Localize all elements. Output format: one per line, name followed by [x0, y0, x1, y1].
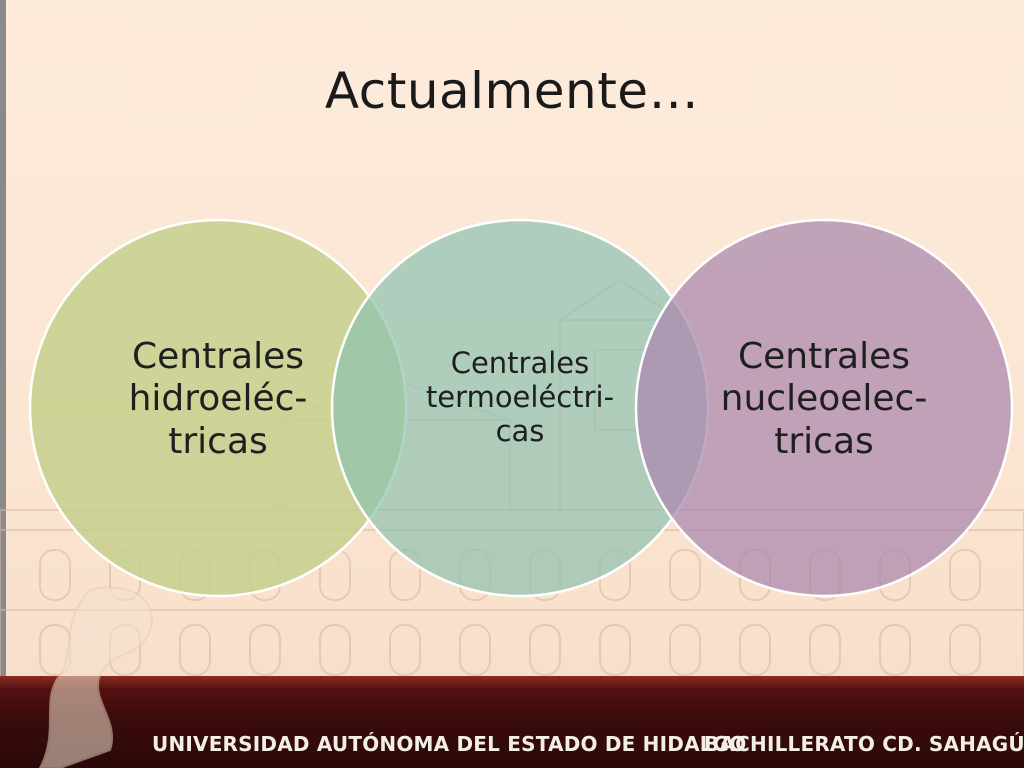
label-nucleoelectricas: Centrales nucleoelec- tricas	[704, 336, 944, 463]
label-termo-line3: cas	[495, 414, 545, 449]
slide-left-edge	[0, 0, 6, 690]
label-termo-line1: Centrales	[450, 346, 590, 380]
slide-title: Actualmente…	[324, 62, 700, 120]
circle-nucleoelectricas	[634, 218, 1014, 598]
university-logo-watermark	[38, 586, 153, 768]
label-nucleo-line1: Centrales	[738, 336, 910, 377]
footer-university-text: UNIVERSIDAD AUTÓNOMA DEL ESTADO DE HIDAL…	[152, 732, 747, 756]
label-hidro-line3: tricas	[168, 420, 268, 462]
label-termo-line2: termoeléctri-	[425, 380, 615, 415]
label-hidroelectricas: Centrales hidroeléc- tricas	[98, 336, 338, 463]
label-nucleo-line3: tricas	[774, 420, 874, 462]
footer-top-band	[0, 676, 1024, 688]
footer-bar	[0, 676, 1024, 768]
footer-school-text: BACHILLERATO CD. SAHAGÚN	[704, 732, 1024, 756]
label-termoelectricas: Centrales termoeléctri- cas	[400, 346, 640, 449]
label-hidro-line1: Centrales	[132, 336, 304, 377]
label-nucleo-line2: nucleoelec-	[720, 378, 928, 420]
label-hidro-line2: hidroeléc-	[128, 378, 308, 420]
